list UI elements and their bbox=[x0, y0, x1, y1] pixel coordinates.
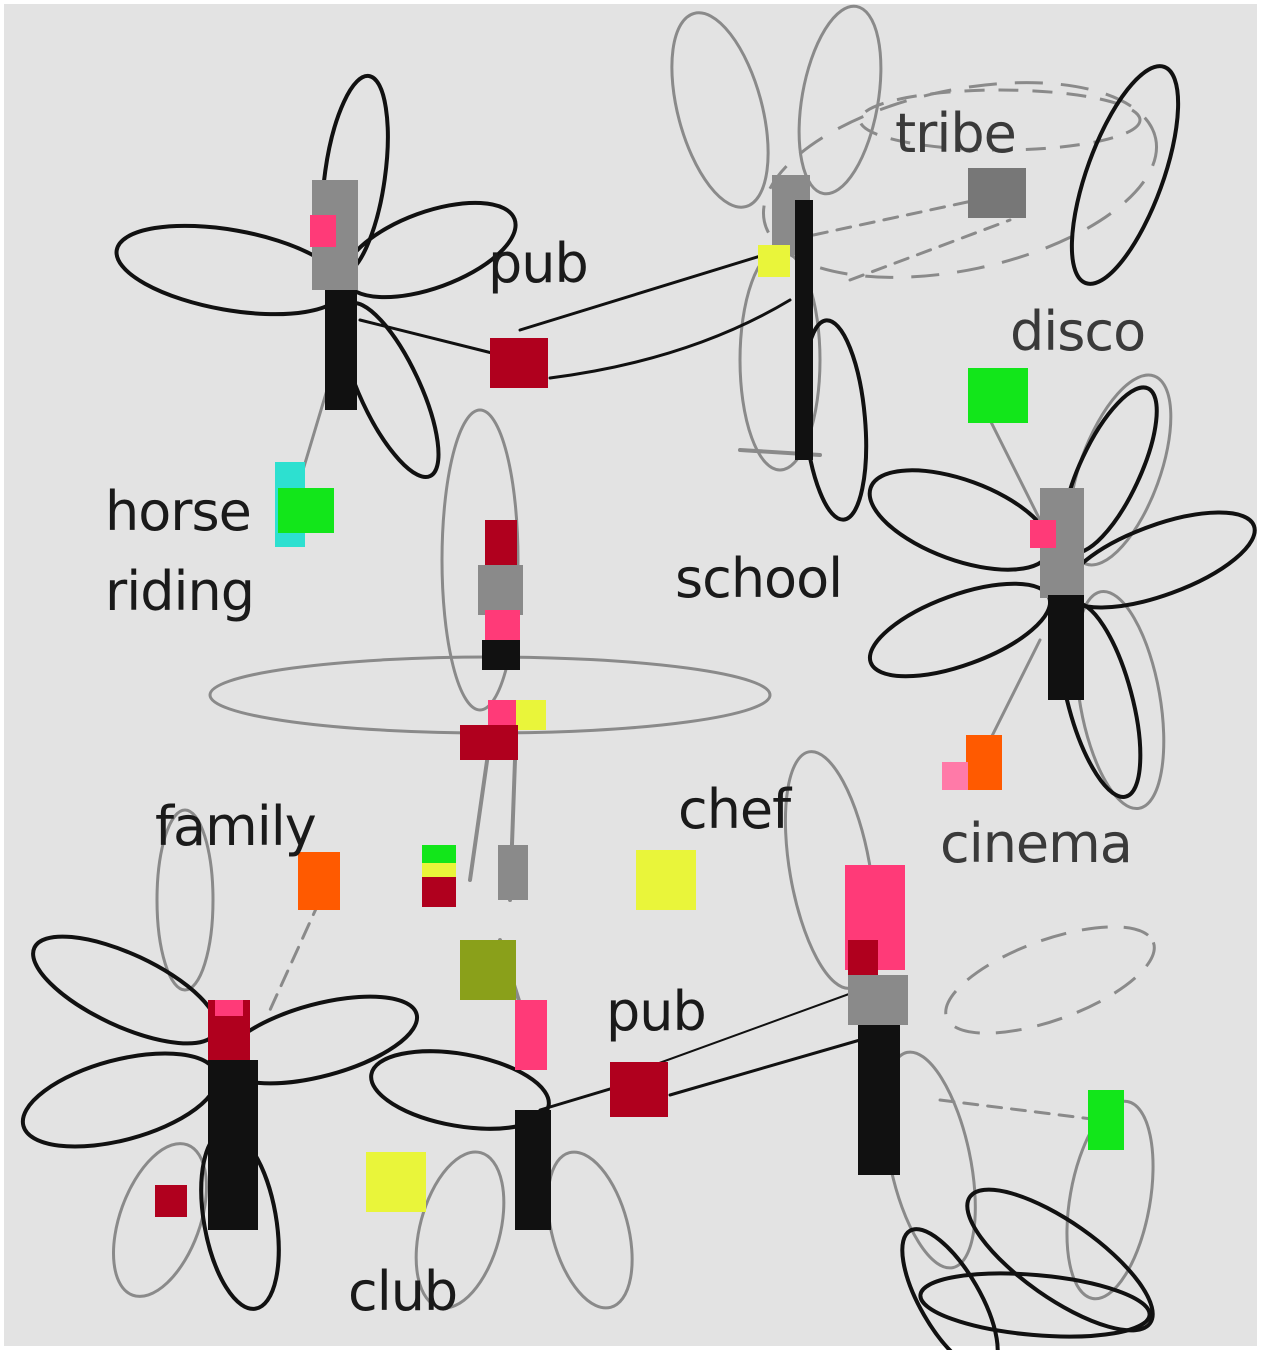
figure-center-black-icon bbox=[482, 640, 520, 670]
marker-disco-icon bbox=[968, 368, 1028, 423]
marker-center-yellow-icon bbox=[422, 863, 456, 877]
figure-bc-pink-icon bbox=[515, 1000, 547, 1070]
petal-light-chef-right-icon bbox=[944, 925, 1156, 1035]
petal-light-family-left-icon bbox=[155, 808, 215, 992]
marker-center-gray-icon bbox=[498, 845, 528, 900]
petal-light-cinema-right-icon bbox=[1074, 589, 1166, 811]
petal-dark-tr-loop-icon bbox=[1069, 64, 1181, 286]
link-center-down bbox=[468, 738, 492, 882]
marker-club-yellow-icon bbox=[366, 1152, 426, 1212]
marker-family-icon bbox=[298, 852, 340, 910]
label-school: school bbox=[675, 547, 842, 610]
figure-top-left bbox=[310, 180, 358, 410]
marker-bottom-right-green-icon bbox=[1088, 1090, 1124, 1150]
figure-right bbox=[1030, 488, 1084, 700]
petal-dark-br-upper-icon bbox=[965, 1187, 1155, 1333]
marker-center-green-icon bbox=[422, 845, 456, 863]
figure-center-gray-icon bbox=[478, 565, 523, 615]
figure-bc-olive-icon bbox=[460, 940, 516, 1000]
label-cinema: cinema bbox=[940, 812, 1132, 875]
figure-bl-body-icon bbox=[208, 1060, 258, 1230]
figure-center-red-icon bbox=[460, 725, 518, 760]
figure-bottom-left bbox=[155, 1000, 258, 1230]
connection-lines bbox=[268, 193, 1102, 1122]
label-disco: disco bbox=[1010, 300, 1145, 363]
figure-bottom-center bbox=[460, 940, 551, 1230]
petal-light-bottom-left-down-icon bbox=[112, 1142, 208, 1298]
petal-light-top-right-left-icon bbox=[670, 11, 770, 209]
marker-pub-top-icon bbox=[490, 338, 548, 388]
link-pub-to-school bbox=[548, 298, 792, 380]
marker-chef-yellow-icon bbox=[636, 850, 696, 910]
link-chef-green bbox=[938, 1098, 1102, 1122]
figure-school-body-icon bbox=[795, 200, 813, 460]
link-tribe-dashed-2 bbox=[848, 218, 1012, 282]
figure-center-top-icon bbox=[485, 520, 517, 565]
figure-bl-pink-icon bbox=[215, 1000, 243, 1016]
figure-chef-body-icon bbox=[858, 1025, 900, 1175]
petal-light-center-vertical-icon bbox=[440, 408, 520, 712]
label-pub-top: pub bbox=[488, 232, 588, 295]
marker-horse-green-icon bbox=[278, 488, 334, 533]
figure-bc-body-icon bbox=[515, 1110, 551, 1230]
figure-center bbox=[460, 520, 546, 760]
link-disco-right bbox=[988, 418, 1042, 522]
petal-light-tribe-side-icon bbox=[858, 88, 1142, 152]
marker-center-red-icon bbox=[422, 877, 456, 907]
link-tl-to-pub bbox=[358, 318, 502, 357]
link-pub-bottom-chef bbox=[639, 989, 861, 1071]
marker-cinema-icon bbox=[966, 735, 1002, 790]
marker-pub-bottom-icon bbox=[610, 1062, 668, 1117]
link-tribe-dashed bbox=[788, 193, 1002, 242]
place-markers bbox=[275, 168, 1124, 1212]
labels: tribe pub disco horse riding school chef… bbox=[105, 102, 1146, 1323]
label-chef: chef bbox=[678, 778, 793, 841]
figure-chef-gray-icon bbox=[848, 975, 908, 1025]
figure-right-pink-icon bbox=[1030, 520, 1056, 548]
figure-chef bbox=[845, 865, 908, 1175]
marker-cinema-pink-icon bbox=[942, 762, 968, 790]
petal-dark-chef-icon bbox=[900, 1227, 1000, 1350]
petal-light-bottom-right-icon bbox=[1065, 1099, 1155, 1301]
link-pub-to-tribe bbox=[518, 248, 782, 332]
figure-school bbox=[758, 175, 813, 460]
label-horse: horse bbox=[105, 480, 251, 543]
link-family-bl bbox=[268, 898, 322, 1012]
figure-tl-body-icon bbox=[325, 290, 357, 410]
figure-center-pink-2-icon bbox=[488, 700, 516, 728]
marker-tribe-icon bbox=[968, 168, 1026, 218]
label-club: club bbox=[348, 1260, 457, 1323]
label-family: family bbox=[155, 795, 316, 858]
petal-light-bottom-center-right-icon bbox=[546, 1150, 634, 1310]
label-pub-bottom: pub bbox=[606, 980, 706, 1043]
figure-tl-pink-icon bbox=[310, 215, 336, 247]
figure-school-yellow-icon bbox=[758, 245, 790, 277]
petal-light-bottom-center-left-icon bbox=[414, 1150, 506, 1310]
petal-dark-br-lower-icon bbox=[918, 1271, 1152, 1339]
figure-bl-small-red-icon bbox=[155, 1185, 187, 1217]
figure-right-body-icon bbox=[1048, 595, 1084, 700]
figure-center-yellow-icon bbox=[516, 700, 546, 730]
figure-center-pink-icon bbox=[485, 610, 520, 645]
link-pub-bottom-right bbox=[668, 1038, 862, 1097]
label-tribe: tribe bbox=[895, 102, 1016, 165]
label-riding: riding bbox=[105, 560, 254, 623]
figure-chef-dark-icon bbox=[848, 940, 878, 980]
petal-dark-bc-left-icon bbox=[369, 1049, 551, 1131]
